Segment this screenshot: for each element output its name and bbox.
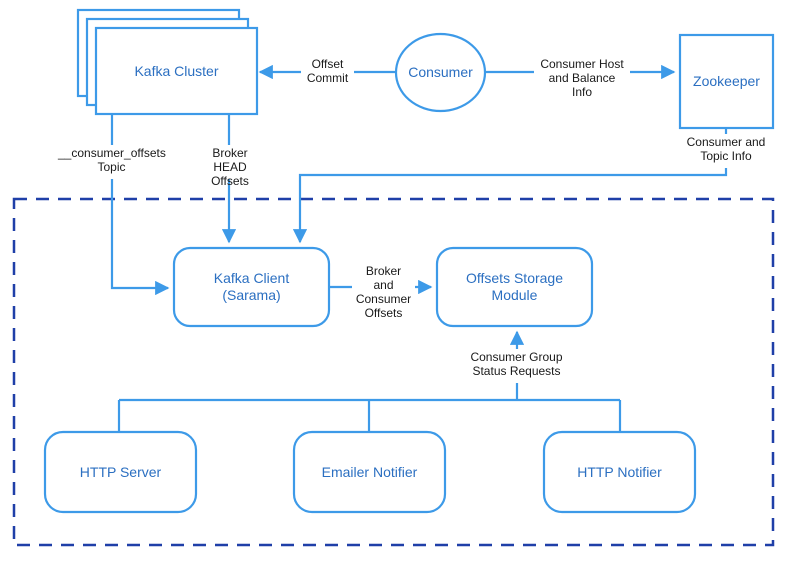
emailer-notifier-hit-area[interactable]	[294, 432, 445, 512]
http-notifier-hit-area[interactable]	[544, 432, 695, 512]
edge-label-broker-head-offsets: Broker HEAD Offsets	[191, 145, 269, 188]
node-http-server[interactable]	[43, 430, 198, 514]
edge-kafka-cluster-offsets-to-kafka-client	[110, 104, 170, 296]
zookeeper-hit-area[interactable]	[680, 35, 773, 128]
node-consumer[interactable]	[394, 32, 487, 113]
node-emailer-notifier[interactable]	[292, 430, 447, 514]
kafka-cluster-hit-area[interactable]	[78, 10, 257, 114]
node-offsets-storage-module[interactable]	[435, 246, 594, 328]
node-zookeeper[interactable]	[678, 33, 775, 130]
node-http-notifier[interactable]	[542, 430, 697, 514]
node-kafka-client[interactable]	[172, 246, 331, 328]
edge-label-consumer-and-topic-info: Consumer and Topic Info	[681, 134, 771, 168]
edge-label-consumer-group-status-requests: Consumer Group Status Requests	[464, 349, 569, 383]
kafka-client-hit-area[interactable]	[174, 248, 329, 326]
offsets-storage-module-hit-area[interactable]	[437, 248, 592, 326]
edge-label-consumer-host-and-balance-info: Consumer Host and Balance Info	[534, 56, 630, 99]
edge-label-consumer-offsets-topic: __consumer_offsets Topic	[55, 145, 168, 179]
edge-label-broker-and-consumer-offsets: Broker and Consumer Offsets	[352, 263, 415, 320]
kafka-cluster-stack-front	[94, 26, 259, 116]
node-kafka-cluster[interactable]	[76, 8, 259, 116]
burrow-boundary-rect	[12, 197, 775, 547]
http-server-hit-area[interactable]	[45, 432, 196, 512]
edge-label-offset-commit: Offset Commit	[301, 56, 354, 90]
consumer-hit-area[interactable]	[396, 34, 485, 111]
edge-zookeeper-to-kafka-client	[292, 128, 728, 244]
